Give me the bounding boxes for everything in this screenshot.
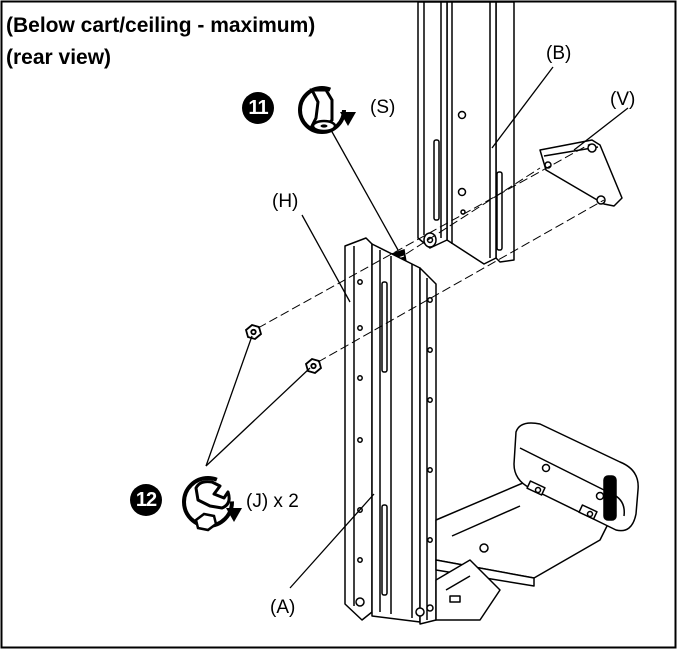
step-11-badge: 11 bbox=[242, 92, 274, 124]
clockwise-arrow-icon bbox=[340, 112, 356, 126]
holder-block bbox=[513, 422, 639, 532]
leader-lines bbox=[205, 66, 629, 589]
nut-j-lower bbox=[304, 358, 323, 374]
assembly-lines bbox=[257, 143, 605, 363]
diagram-title-line2: (rear view) bbox=[6, 46, 112, 69]
bracket-v bbox=[539, 139, 623, 207]
label-s: (S) bbox=[370, 97, 396, 118]
diagram-title-line1: (Below cart/ceiling - maximum) bbox=[6, 14, 316, 37]
label-b: (B) bbox=[546, 43, 572, 64]
wrench-icon bbox=[182, 476, 242, 532]
lower-column-a bbox=[344, 237, 437, 625]
label-j: (J) x 2 bbox=[246, 491, 299, 512]
step-12-badge: 12 bbox=[130, 484, 162, 516]
label-h: (H) bbox=[272, 191, 299, 212]
nut-j-upper bbox=[244, 324, 263, 340]
upper-column-b bbox=[417, 1, 515, 265]
hex-key-icon bbox=[298, 86, 356, 134]
clockwise-arrow-icon bbox=[226, 508, 242, 522]
label-v: (V) bbox=[610, 89, 636, 110]
label-a: (A) bbox=[270, 597, 296, 618]
